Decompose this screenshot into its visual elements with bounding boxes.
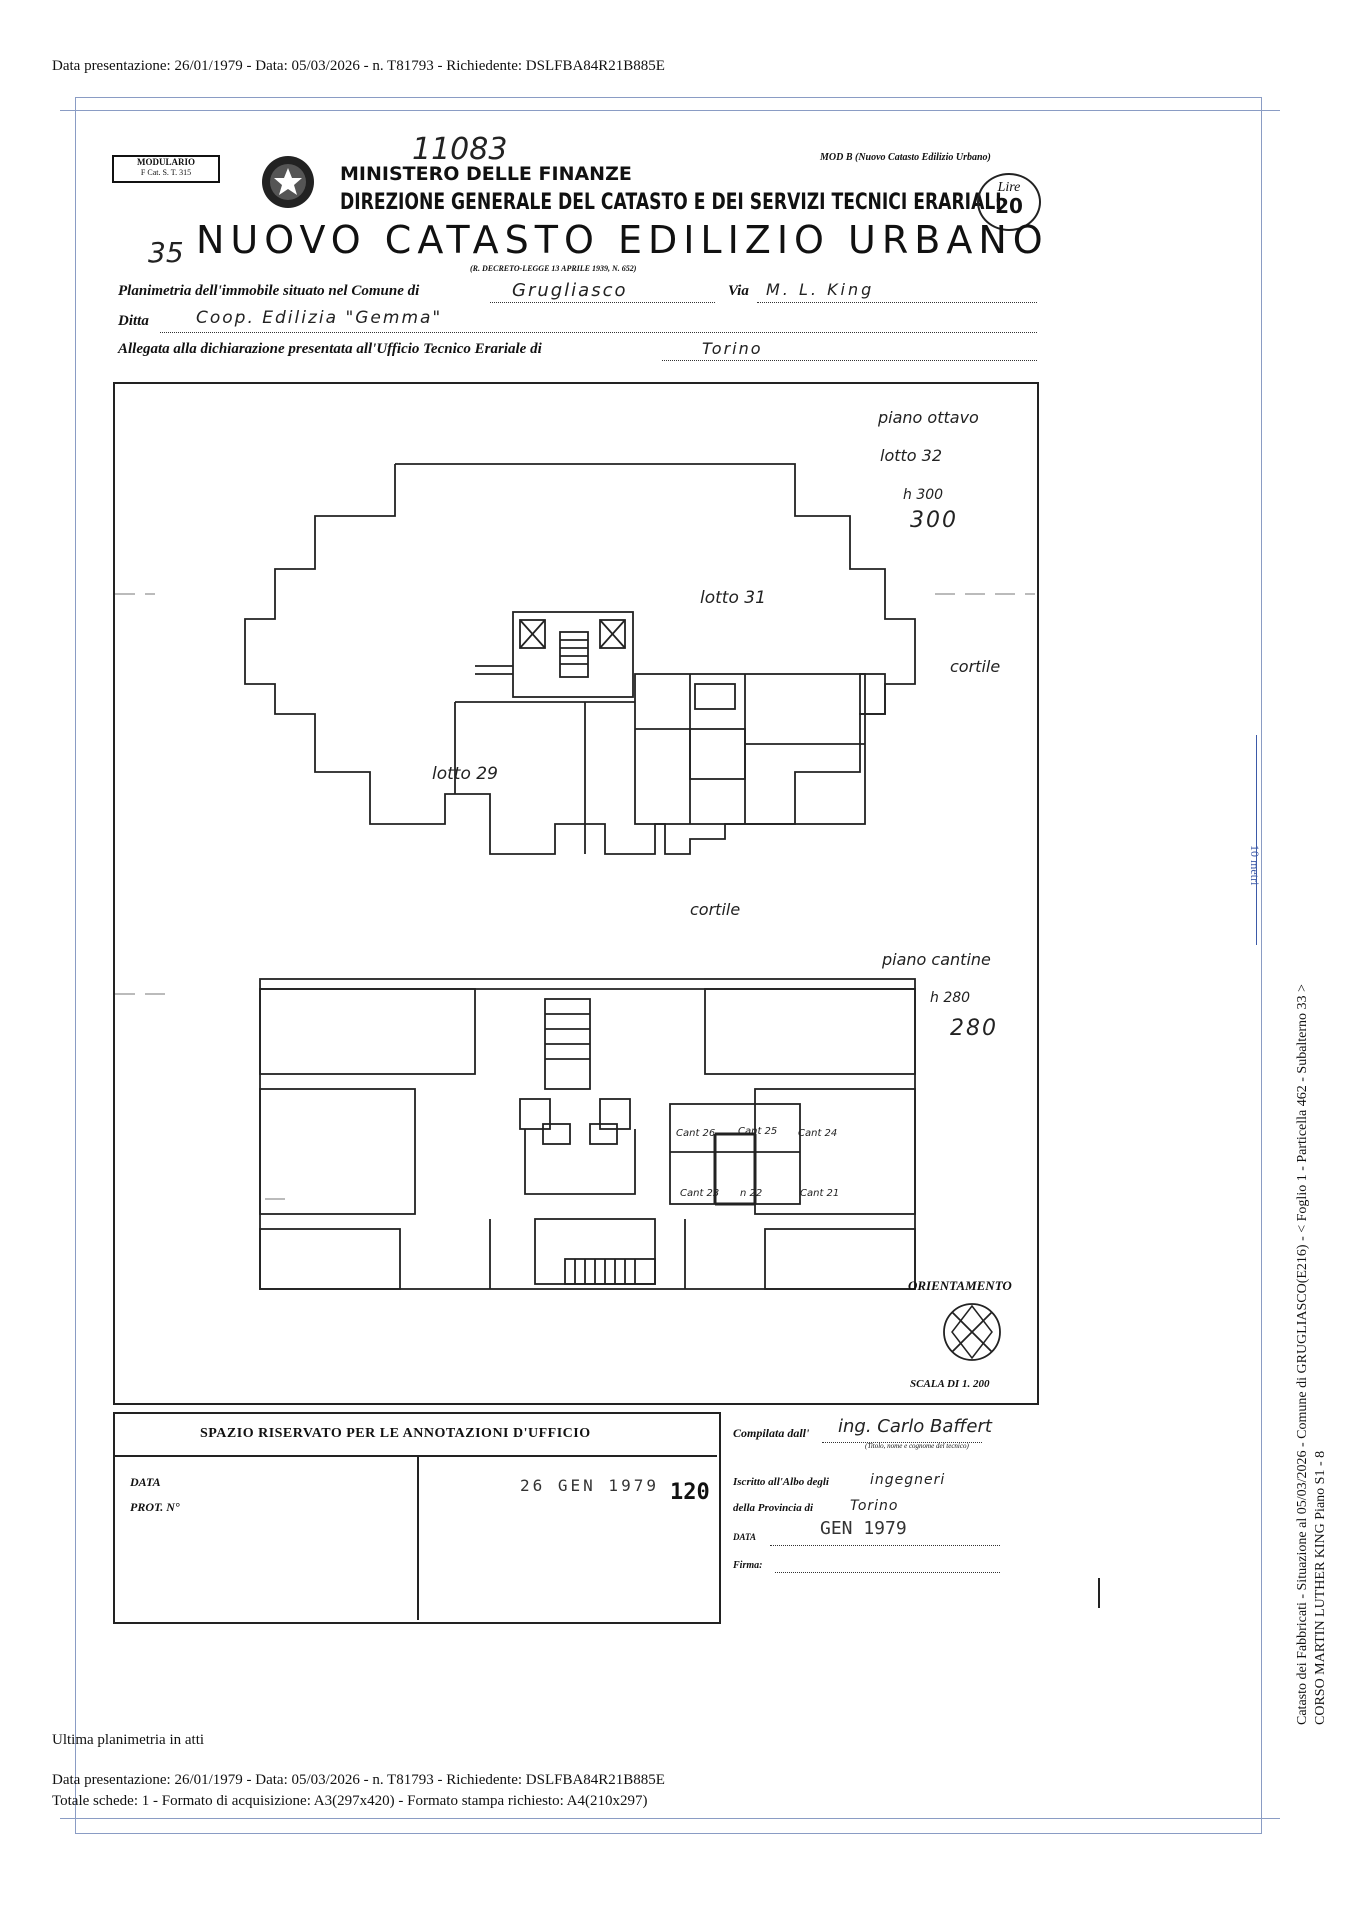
cortile-right: cortile (950, 657, 1001, 676)
line1-label: Planimetria dell'immobile situato nel Co… (118, 283, 420, 299)
provincia-value: Torino (850, 1498, 899, 1514)
iscritto-label: Iscritto all'Albo degli (733, 1476, 829, 1488)
registration-line-top (60, 110, 1280, 111)
cantina-label: Cant 24 (798, 1128, 838, 1139)
ditta-dotline (160, 332, 1037, 333)
via-dotline (757, 302, 1037, 303)
h300: h 300 (903, 487, 944, 503)
comune-value: Grugliasco (512, 280, 628, 301)
upper-core (512, 611, 634, 698)
piano-ottavo: piano ottavo (878, 408, 979, 427)
cantina-label: n 22 (740, 1188, 763, 1199)
scala: SCALA DI 1. 200 (910, 1378, 990, 1390)
upper-plan-outline (244, 463, 916, 855)
firma-label: Firma: (733, 1560, 763, 1571)
lire-stamp: Lire 20 (977, 173, 1041, 231)
drawing-frame (113, 382, 1039, 1405)
prot-label: PROT. N° (130, 1500, 180, 1514)
ufficio-dotline (662, 360, 1037, 361)
lotto32: lotto 32 (880, 446, 943, 465)
via-value: M. L. King (766, 280, 875, 299)
compilata-dotline (822, 1442, 982, 1443)
piano-cantine: piano cantine (882, 950, 991, 969)
comune-dotline (490, 302, 715, 303)
v280: 280 (950, 1016, 998, 1041)
cortile-bottom: cortile (690, 900, 741, 919)
side-line1: Catasto dei Fabbricati - Situazione al 0… (1295, 984, 1310, 1725)
via-label: Via (728, 283, 749, 299)
ditta-label: Ditta (118, 313, 149, 329)
cantina-label: Cant 26 (676, 1128, 716, 1139)
ministry: MINISTERO DELLE FINANZE (340, 163, 632, 185)
data2-label: DATA (733, 1532, 757, 1542)
ultima-planimetria: Ultima planimetria in atti (52, 1732, 205, 1748)
handwritten-number: 11083 (412, 132, 508, 167)
emblem-icon (262, 156, 314, 208)
compilata-label: Compilata dall' (733, 1426, 810, 1440)
decree: (R. DECRETO-LEGGE 13 APRILE 1939, N. 652… (470, 264, 637, 273)
cantina-label: Cant 25 (738, 1126, 778, 1137)
h280: h 280 (930, 990, 971, 1006)
modulario-box: MODULARIO F Cat. S. T. 315 (112, 155, 220, 183)
stamp-number: 120 (670, 1480, 710, 1505)
office-box (113, 1412, 721, 1624)
outer-frame (75, 97, 1262, 1834)
footer-line2: Totale schede: 1 - Formato di acquisizio… (52, 1793, 648, 1809)
direzione: DIREZIONE GENERALE DEL CATASTO E DEI SER… (340, 190, 1002, 215)
lire-value: 20 (995, 194, 1023, 218)
office-divider (115, 1455, 717, 1457)
iscritto-value: ingegneri (870, 1472, 946, 1488)
data2-dotline (770, 1545, 1000, 1546)
upper-apt-rooms (634, 673, 866, 825)
lotto29: lotto 29 (432, 764, 498, 784)
orientamento: ORIENTAMENTO (908, 1278, 1012, 1293)
registration-line-bottom (60, 1818, 1280, 1819)
vertical-mark (1098, 1578, 1100, 1608)
provincia-label: della Provincia di (733, 1502, 814, 1514)
compilata-sub: (Titolo, nome e cognome del tecnico) (865, 1442, 969, 1450)
spazio-title: SPAZIO RISERVATO PER LE ANNOTAZIONI D'UF… (200, 1426, 591, 1441)
scale-mark: 10 metri (1248, 845, 1262, 886)
cantina-label: Cant 21 (800, 1188, 840, 1199)
firma-dotline (775, 1572, 1000, 1573)
ufficio-value: Torino (702, 339, 763, 358)
lotto31: lotto 31 (700, 588, 766, 608)
lire-label: Lire (997, 180, 1021, 195)
header-line: Data presentazione: 26/01/1979 - Data: 0… (52, 58, 665, 74)
office-vdivider (417, 1455, 419, 1620)
compass-icon (943, 1303, 1001, 1361)
allegata-label: Allegata alla dichiarazione presentata a… (118, 341, 542, 357)
scale-bar (1256, 735, 1257, 945)
main-title: NUOVO CATASTO EDILIZIO URBANO (196, 218, 1049, 262)
cantina-label: Cant 23 (680, 1188, 720, 1199)
modulario-code: F Cat. S. T. 315 (140, 168, 192, 177)
modulario-label: MODULARIO (137, 157, 195, 167)
sheet-number: 35 (148, 236, 184, 269)
data-label: DATA (130, 1475, 161, 1489)
v300: 300 (910, 508, 958, 533)
compilata-value: ing. Carlo Baffert (838, 1416, 992, 1437)
side-line2: CORSO MARTIN LUTHER KING Piano S1 - 8 (1313, 1450, 1328, 1725)
ditta-value: Coop. Edilizia "Gemma" (196, 308, 443, 328)
stamp-date: 26 GEN 1979 (520, 1476, 659, 1495)
floor-plan-drawing (115, 463, 1035, 1361)
footer-line1: Data presentazione: 26/01/1979 - Data: 0… (52, 1772, 665, 1788)
data2-value: GEN 1979 (820, 1518, 907, 1539)
mod-b: MOD B (Nuovo Catasto Edilizio Urbano) (820, 152, 991, 163)
